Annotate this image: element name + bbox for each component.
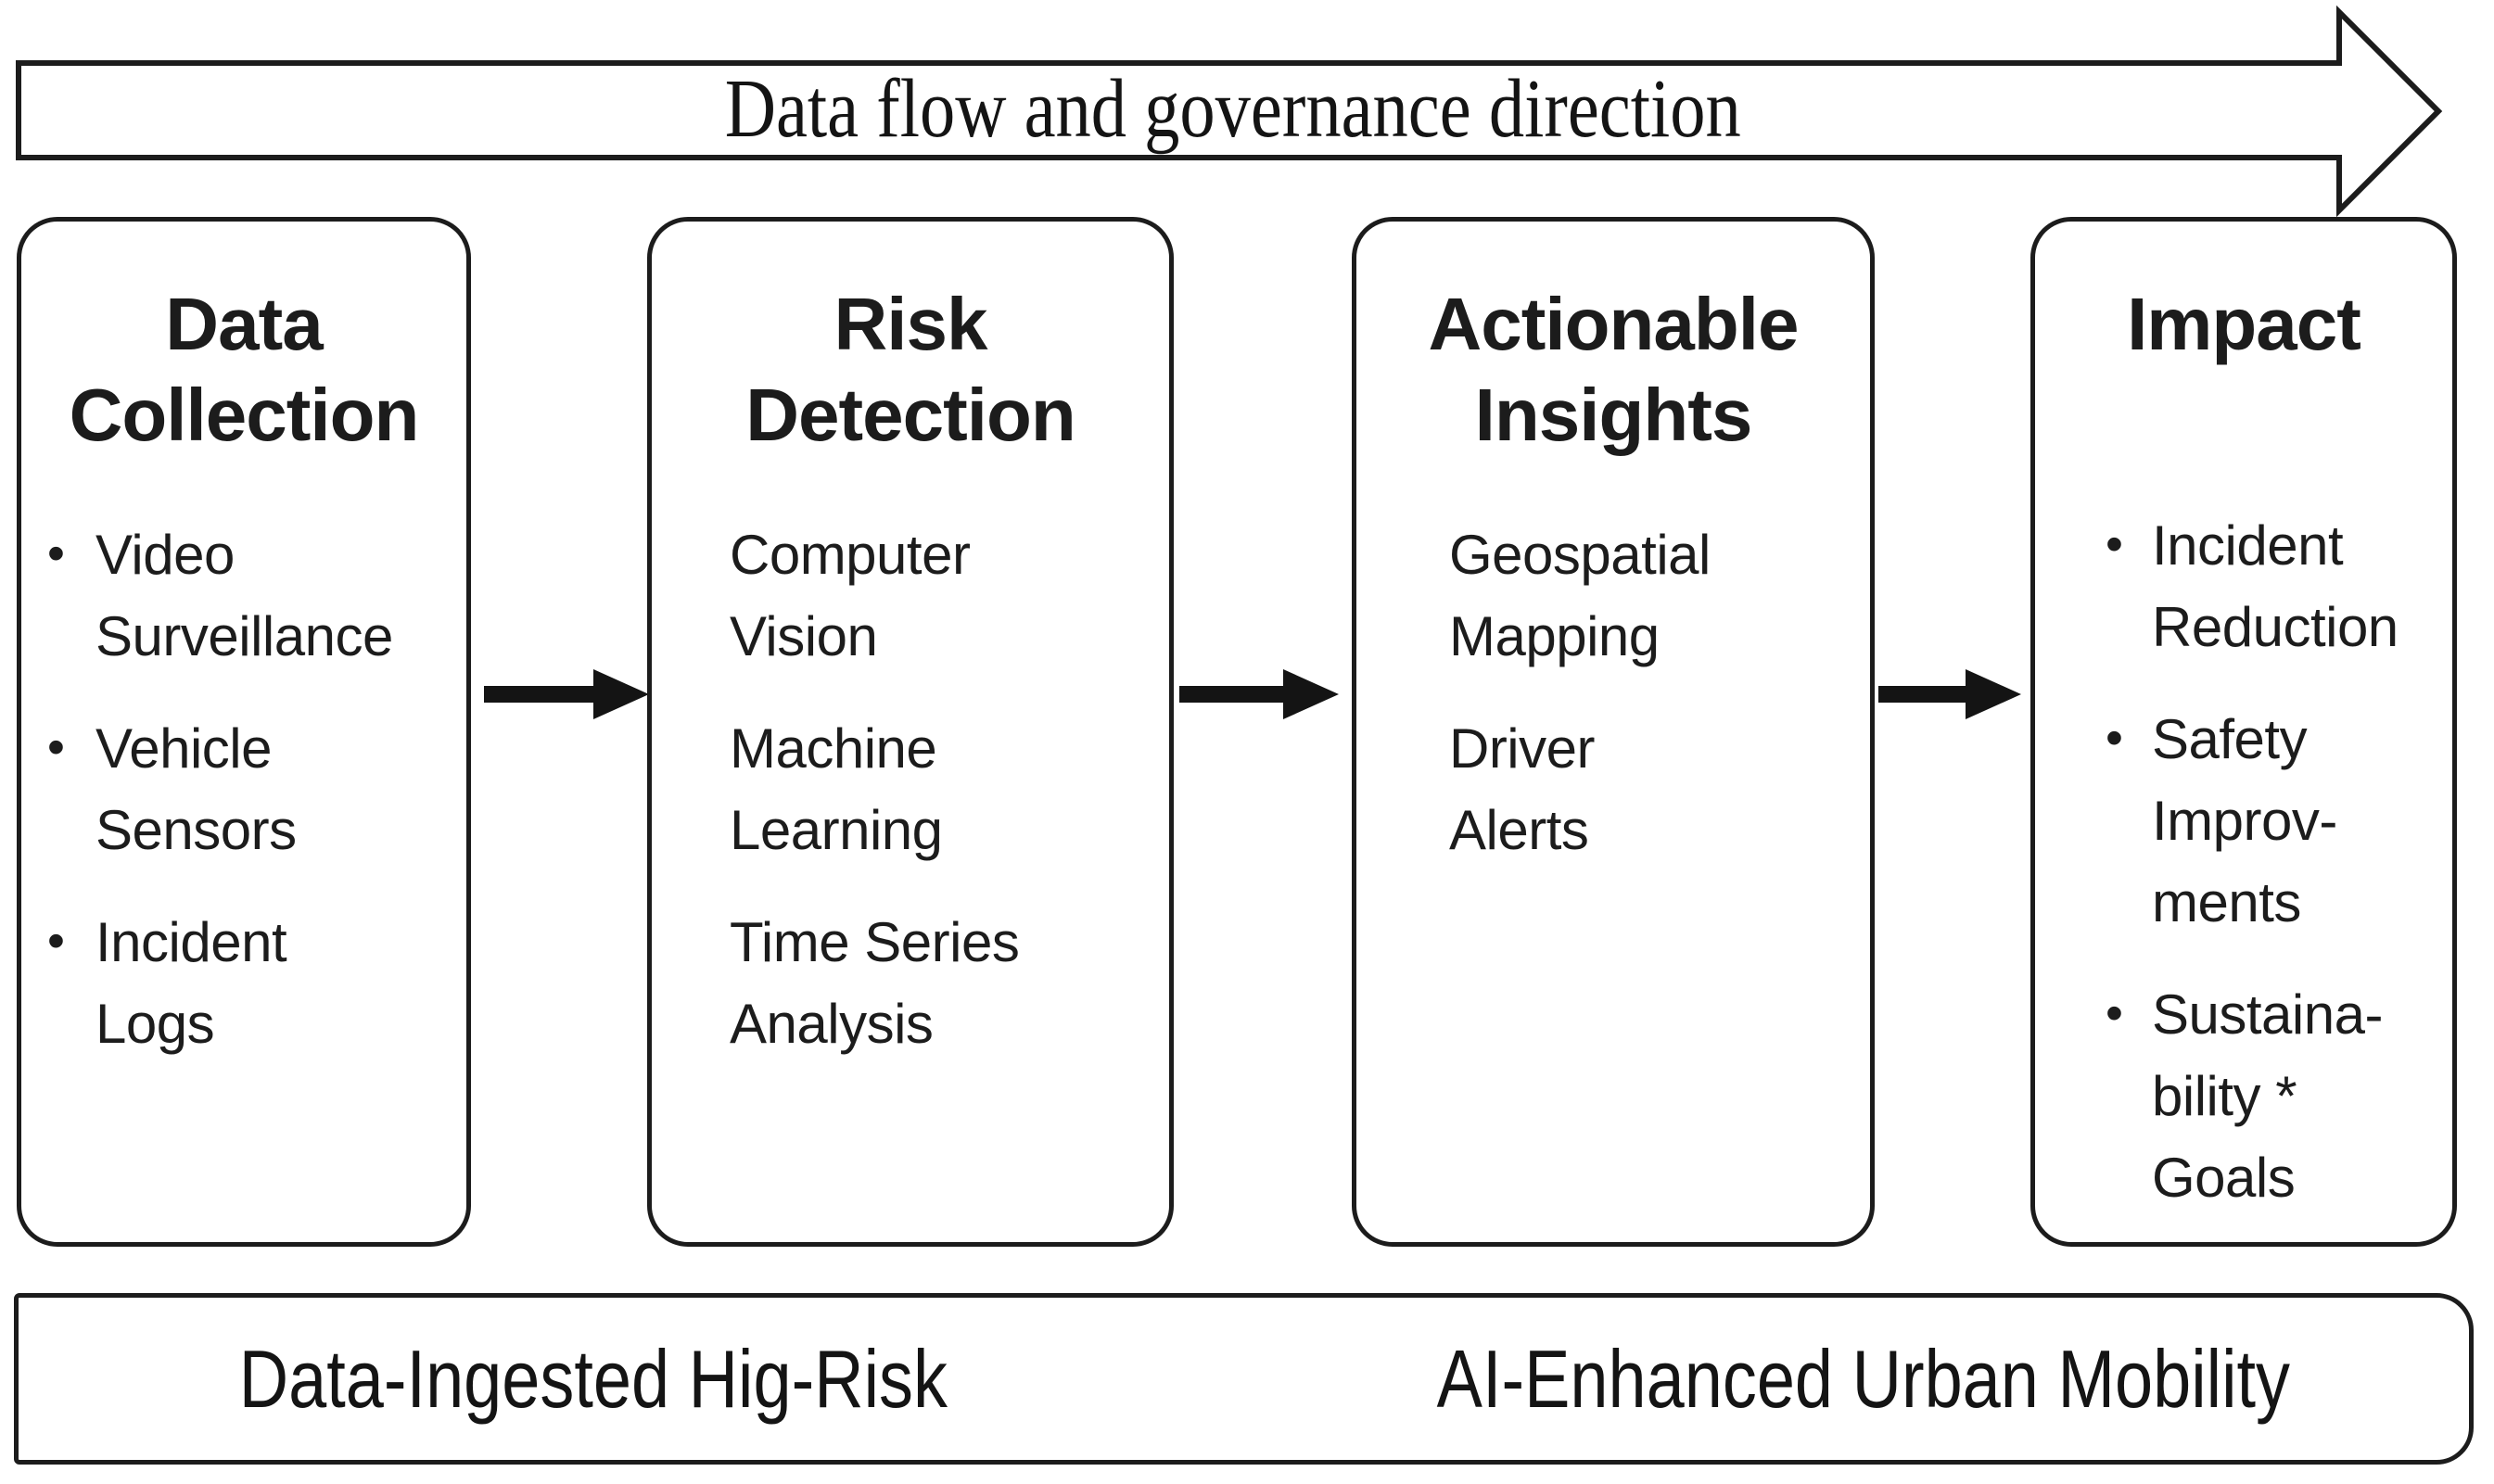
list-item-text: Computer Vision xyxy=(730,524,971,667)
list-item-text: Geospatial Mapping xyxy=(1449,524,1711,667)
caption-left-wrap: Data-Ingested Hig-Risk xyxy=(19,1298,1168,1460)
list-item: • Incident Logs xyxy=(47,902,439,1065)
list-item-text: Vehicle Sensors xyxy=(95,717,297,861)
caption-left-label: Data-Ingested Hig-Risk xyxy=(238,1332,948,1425)
caption-bar: Data-Ingested Hig-Risk AI-Enhanced Urban… xyxy=(14,1293,2474,1465)
stage-box-data-collection: Data Collection • Video Surveillance • V… xyxy=(17,217,471,1247)
list-item: Geospatial Mapping xyxy=(1449,514,1842,678)
list-item-text: Time Series Analysis xyxy=(730,911,1020,1055)
bullet-icon: • xyxy=(2106,516,2123,572)
list-item: • Vehicle Sensors xyxy=(47,708,439,871)
stage-item-list: Geospatial Mapping Driver Alerts xyxy=(1356,514,1842,902)
bullet-icon: • xyxy=(2106,985,2123,1041)
stage-title: Risk Detection xyxy=(745,283,1076,456)
bullet-icon: • xyxy=(47,719,65,775)
list-item-text: Incident Reduction xyxy=(2152,514,2399,658)
caption-right-wrap: AI-Enhanced Urban Mobility xyxy=(1224,1298,2494,1460)
list-item-text: Driver Alerts xyxy=(1449,717,1596,861)
stage-box-risk-detection: Risk Detection Computer Vision Machine L… xyxy=(647,217,1174,1247)
flow-arrow-2-icon xyxy=(1179,669,1339,719)
list-item: • Safety Improv- ments xyxy=(2106,699,2424,944)
list-item: Time Series Analysis xyxy=(730,902,1141,1065)
list-item: • Sustaina- bility * Goals xyxy=(2106,974,2424,1219)
list-item: Machine Learning xyxy=(730,708,1141,871)
list-item: Driver Alerts xyxy=(1449,708,1842,871)
list-item: • Incident Reduction xyxy=(2106,505,2424,668)
stage-box-actionable-insights: Actionable Insights Geospatial Mapping D… xyxy=(1352,217,1875,1247)
stage-title: Data Collection xyxy=(69,283,420,456)
list-item-text: Sustaina- bility * Goals xyxy=(2152,983,2383,1209)
list-item: • Video Surveillance xyxy=(47,514,439,678)
bullet-icon: • xyxy=(2106,710,2123,766)
stage-item-list: • Video Surveillance • Vehicle Sensors •… xyxy=(21,514,439,1096)
list-item-text: Incident Logs xyxy=(95,911,287,1055)
flow-arrow-1-icon xyxy=(484,669,649,719)
top-arrow-label: Data flow and governance direction xyxy=(724,63,1742,155)
list-item: Computer Vision xyxy=(730,514,1141,678)
stage-title: Actionable Insights xyxy=(1428,283,1800,456)
stage-item-list: • Incident Reduction • Safety Improv- me… xyxy=(2035,505,2424,1249)
flow-arrow-3-icon xyxy=(1878,669,2021,719)
list-item-text: Video Surveillance xyxy=(95,524,393,667)
top-arrow: Data flow and governance direction xyxy=(111,59,2355,159)
caption-right-label: AI-Enhanced Urban Mobility xyxy=(1436,1332,2291,1425)
bullet-icon: • xyxy=(47,913,65,969)
bullet-icon: • xyxy=(47,526,65,581)
list-item-text: Machine Learning xyxy=(730,717,943,861)
stage-title: Impact xyxy=(2127,283,2361,365)
stage-box-impact: Impact • Incident Reduction • Safety Imp… xyxy=(2030,217,2457,1247)
stage-item-list: Computer Vision Machine Learning Time Se… xyxy=(652,514,1141,1096)
list-item-text: Safety Improv- ments xyxy=(2152,708,2337,933)
